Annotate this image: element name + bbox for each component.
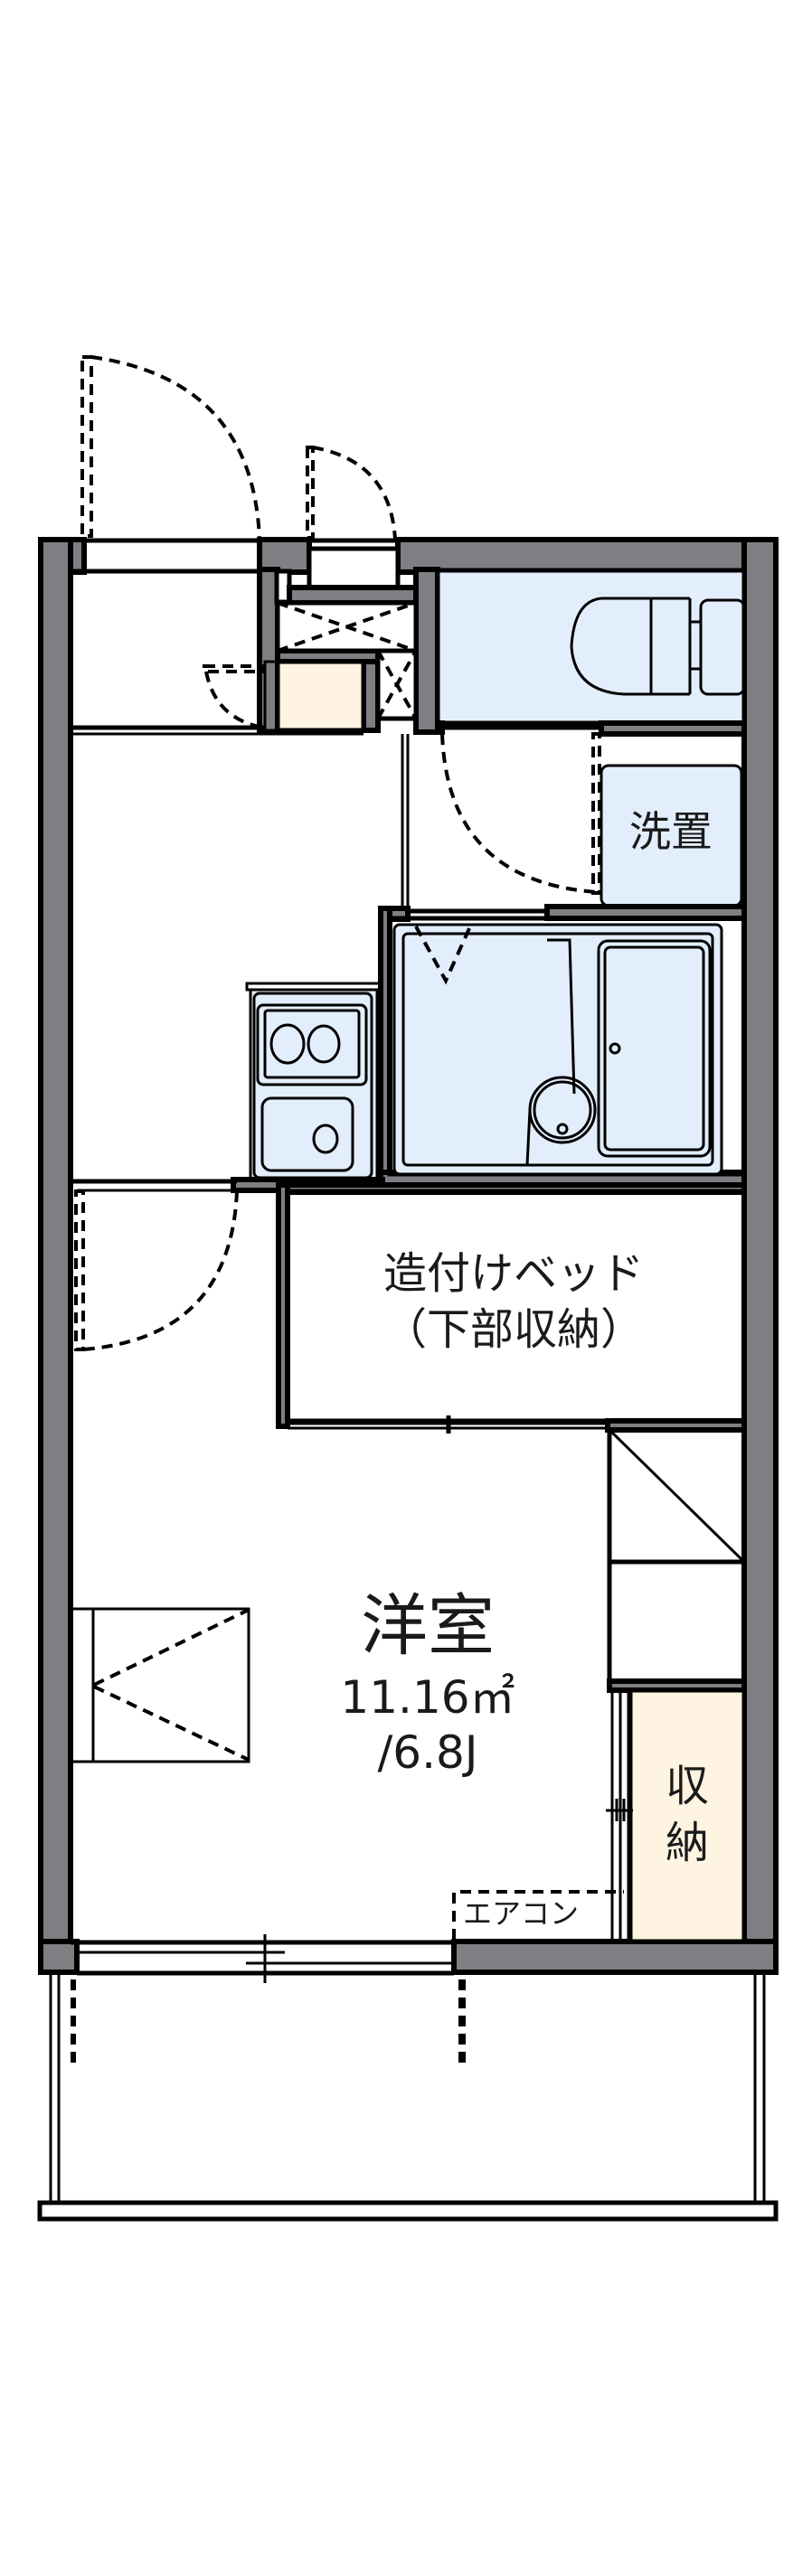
toilet-room xyxy=(435,568,747,726)
kitchen-stove-icon xyxy=(256,1003,368,1086)
washbasin-icon xyxy=(525,938,597,1166)
kitchen-sink-icon xyxy=(260,1096,354,1172)
kitchen xyxy=(245,982,382,1183)
room-name-label: 洋室 xyxy=(361,1587,495,1665)
pipe-space-upper xyxy=(275,600,419,653)
room-door-icon[interactable] xyxy=(74,1189,239,1351)
air-conditioner-label: エアコン xyxy=(463,1899,580,1928)
built-in-bed-sublabel: （下部収納） xyxy=(382,1304,644,1355)
closet xyxy=(628,1688,747,1944)
shelf-unit xyxy=(607,1427,747,1684)
balcony-railing-icon xyxy=(37,1974,779,2222)
meter-door-icon[interactable] xyxy=(306,446,397,541)
built-in-bed-label: 造付けベッド xyxy=(382,1248,644,1299)
desk-icon xyxy=(69,1607,250,1763)
sliding-window-icon[interactable] xyxy=(71,1934,454,1983)
meter-box xyxy=(307,546,401,593)
pipe-space-lower xyxy=(375,648,419,721)
outer-walls xyxy=(38,537,779,1975)
closet-label-1: 収 xyxy=(665,1761,709,1811)
entrance-door-icon[interactable] xyxy=(80,355,261,541)
room-size-label: /6.8J xyxy=(377,1726,478,1779)
closet-label-2: 納 xyxy=(665,1818,709,1868)
shoe-cabinet-door-icon[interactable] xyxy=(203,664,265,729)
shoe-cabinet xyxy=(275,659,366,733)
bathroom xyxy=(378,906,747,1188)
room-area-label: 11.16㎡ xyxy=(340,1671,515,1724)
wash-room-door-icon[interactable] xyxy=(440,732,601,895)
built-in-bed xyxy=(285,1189,747,1434)
bathtub-icon xyxy=(597,939,712,1158)
closet-sliding-door[interactable] xyxy=(606,1688,633,1943)
washing-machine-label: 洗置 xyxy=(629,807,713,856)
